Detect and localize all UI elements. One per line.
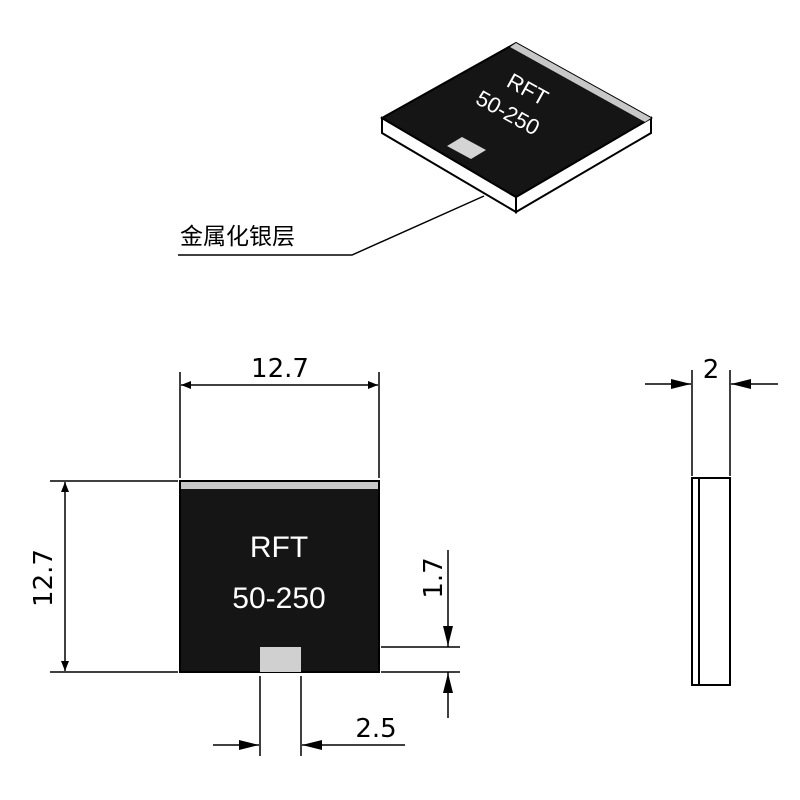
front-marking-value: 50-250 [232, 582, 325, 615]
callout-leader [178, 195, 485, 256]
height-dim-label: 12.7 [29, 549, 59, 607]
front-marking-rft: RFT [250, 531, 308, 564]
front-silver-pad [260, 647, 301, 672]
side-body [691, 477, 731, 686]
iso-silver-edge [510, 43, 651, 122]
width-dim-label: 12.7 [251, 354, 309, 384]
thickness-dim-label: 2 [703, 355, 720, 385]
iso-silver-pad [447, 137, 486, 159]
front-view: RFT 50-250 12.7 12.7 1.7 2.5 [29, 354, 460, 756]
isometric-view: RFT 50-250 金属化银层 [178, 41, 654, 256]
side-view: 2 [645, 355, 778, 686]
pad-width-dim-label: 2.5 [355, 714, 396, 744]
front-body [179, 480, 380, 673]
pad-height-dim-label: 1.7 [419, 557, 449, 598]
callout-label: 金属化银层 [180, 224, 295, 250]
front-silver-strip [181, 482, 378, 489]
